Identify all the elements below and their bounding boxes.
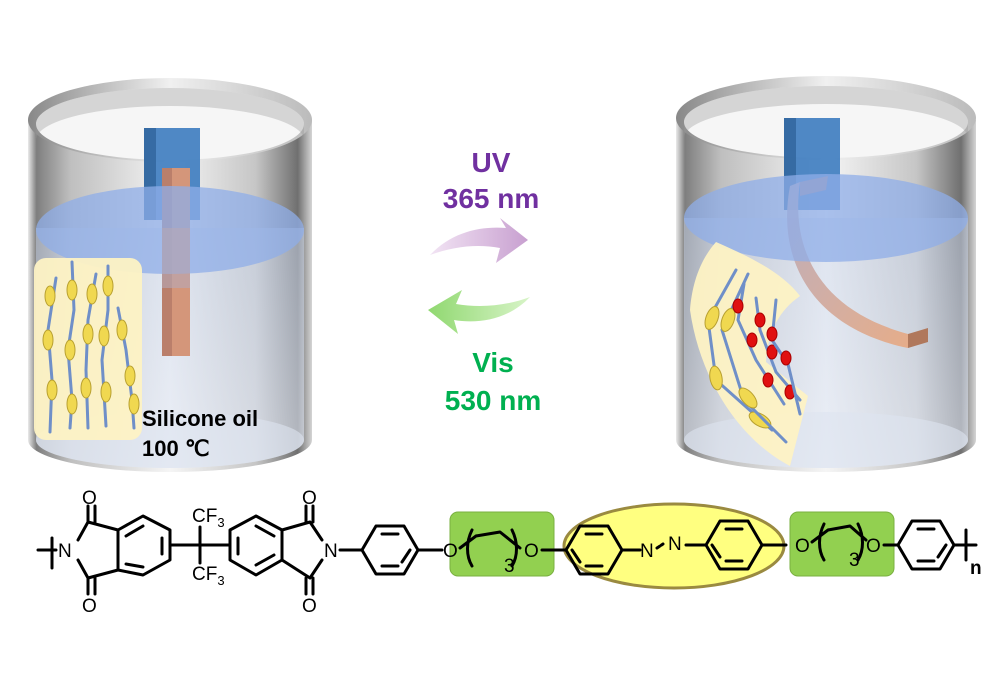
trans-azo-mesogen (128, 393, 140, 415)
vis-transition: Vis 530 nm (428, 290, 541, 416)
reverse-arrow-icon (428, 290, 530, 334)
trans-azo-mesogen (98, 325, 110, 347)
trans-azo-mesogen (116, 319, 128, 341)
cis-azo-mesogen (732, 298, 744, 314)
atom-n: N (640, 541, 654, 562)
spacer-repeat: 3 (504, 556, 515, 577)
spacer-highlight (449, 511, 555, 577)
uv-label: UV (472, 147, 511, 178)
trans-azo-mesogen (80, 377, 92, 399)
solvent-label: Silicone oil (142, 406, 258, 431)
left-beaker: Silicone oil 100 ℃ (28, 78, 312, 472)
trans-azo-mesogen (66, 393, 78, 415)
atom-o: O (302, 596, 317, 617)
polymer-chain (770, 298, 802, 416)
right-beaker (676, 76, 976, 472)
oil-surface (684, 174, 968, 262)
trans-azo-mesogen (46, 379, 58, 401)
atom-o: O (795, 536, 810, 557)
temperature-label: 100 ℃ (142, 436, 210, 461)
aligned-mesogen-inset (34, 258, 142, 440)
atom-n: N (324, 541, 338, 562)
uv-transition: UV 365 nm (430, 147, 539, 263)
bent-film (787, 182, 908, 348)
trans-azo-mesogen (102, 275, 114, 297)
trans-azo-mesogen (738, 387, 758, 409)
trans-azo-mesogen (704, 306, 720, 330)
spacer-repeat: 3 (849, 550, 860, 571)
cis-azo-mesogen (766, 326, 778, 342)
trans-azo-mesogen (44, 285, 56, 307)
atom-o: O (302, 488, 317, 509)
polymer-chain (706, 268, 774, 432)
trans-azo-mesogen (42, 329, 54, 351)
atom-n: N (668, 534, 682, 555)
trans-azo-mesogen (720, 308, 736, 332)
trans-azo-mesogen (709, 365, 723, 391)
vis-wavelength-label: 530 nm (445, 385, 542, 416)
atom-o: O (82, 596, 97, 617)
cis-azo-mesogen (762, 372, 774, 388)
cf3-group: CF3 (192, 506, 225, 530)
forward-arrow-icon (430, 218, 528, 263)
trans-azo-mesogen (66, 279, 78, 301)
repeat-unit-n: n (970, 558, 982, 579)
trans-azo-mesogen (82, 323, 94, 345)
cis-azo-mesogen (746, 332, 758, 348)
atom-o: O (443, 541, 458, 562)
atom-n: N (58, 541, 72, 562)
atom-o: O (866, 536, 881, 557)
disordered-mesogen-inset (690, 242, 808, 466)
atom-o: O (524, 541, 539, 562)
cis-azo-mesogen (754, 312, 766, 328)
atom-o: O (82, 488, 97, 509)
trans-azo-mesogen (100, 381, 112, 403)
cis-azo-mesogen (780, 350, 792, 366)
trans-azo-mesogen (64, 339, 76, 361)
cis-azo-mesogen (766, 344, 778, 360)
trans-azo-mesogen (86, 283, 98, 305)
vis-label: Vis (472, 347, 514, 378)
cf3-group: CF3 (192, 564, 225, 588)
trans-azo-mesogen (124, 365, 136, 387)
polymer-structure: N O O CF3 CF3 O O N O 3 O (36, 488, 982, 617)
uv-wavelength-label: 365 nm (443, 183, 540, 214)
